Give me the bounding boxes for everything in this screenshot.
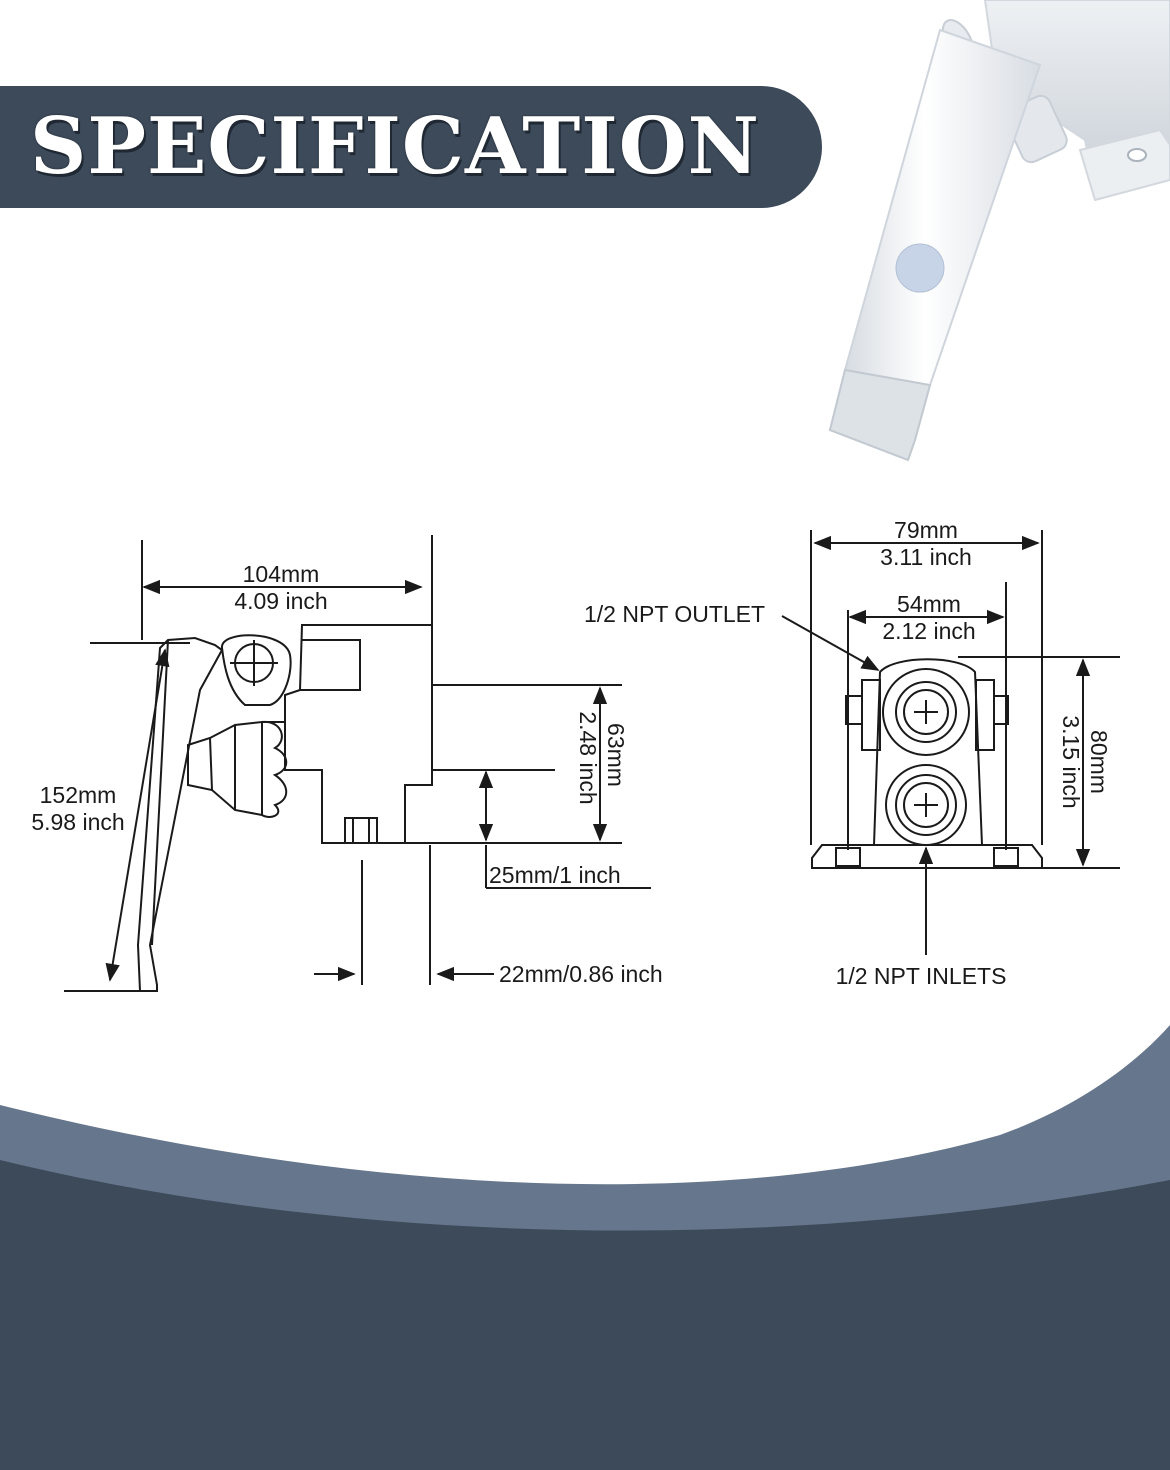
side-height-mm: 152mm xyxy=(40,782,117,808)
outlet-label: 1/2 NPT OUTLET xyxy=(584,601,765,627)
front-height-inch: 3.15 inch xyxy=(1058,715,1084,808)
front-spacing-inch: 2.12 inch xyxy=(882,618,975,644)
side-view-drawing xyxy=(64,535,651,992)
side-port-height-inch: 2.48 inch xyxy=(575,711,601,804)
title-banner xyxy=(0,86,822,208)
side-width-mm: 104mm xyxy=(243,561,320,587)
side-base-height: 25mm/1 inch xyxy=(489,862,621,888)
side-width-inch: 4.09 inch xyxy=(234,588,327,614)
front-width-mm: 79mm xyxy=(894,517,958,543)
front-height-mm: 80mm xyxy=(1086,730,1112,794)
side-port-height-mm: 63mm xyxy=(603,723,629,787)
side-height-inch: 5.98 inch xyxy=(31,809,124,835)
front-view-drawing xyxy=(781,530,1120,955)
side-base-width: 22mm/0.86 inch xyxy=(499,961,663,987)
wave-dark xyxy=(0,1160,1170,1470)
page-title: SPECIFICATION xyxy=(30,101,760,192)
pedal-lever xyxy=(828,28,1042,462)
front-width-inch: 3.11 inch xyxy=(880,544,972,570)
front-spacing-mm: 54mm xyxy=(897,591,961,617)
inlets-label: 1/2 NPT INLETS xyxy=(836,963,1007,989)
